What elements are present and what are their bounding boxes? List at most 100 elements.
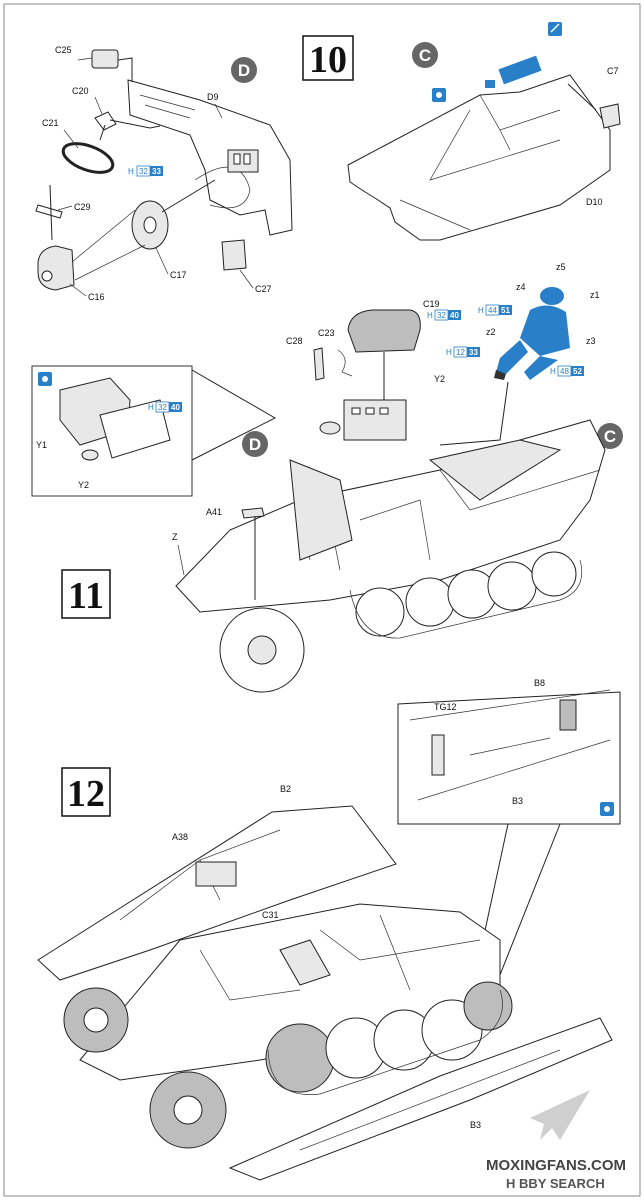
label-z5: z5 bbox=[556, 262, 566, 272]
label-b8: B8 bbox=[534, 678, 545, 688]
d9-panel bbox=[127, 79, 293, 236]
step-10-number: 10 bbox=[309, 39, 347, 81]
label-y2: Y2 bbox=[434, 374, 445, 384]
label-d10: D10 bbox=[586, 197, 603, 207]
c20-part bbox=[94, 111, 117, 131]
label-c21: C21 bbox=[42, 118, 59, 128]
marker-c-label-2: C bbox=[604, 427, 616, 446]
svg-text:40: 40 bbox=[171, 403, 180, 412]
d9-installed bbox=[289, 459, 353, 561]
svg-text:51: 51 bbox=[501, 306, 510, 315]
c28-part bbox=[313, 347, 325, 381]
step-11-box bbox=[61, 569, 111, 619]
c27-part bbox=[221, 239, 247, 271]
c7-part bbox=[599, 103, 621, 129]
color-ref-c19: H 32 40 bbox=[427, 309, 461, 321]
step-12-number: 12 bbox=[67, 773, 105, 815]
svg-text:40: 40 bbox=[450, 311, 459, 320]
tg12-part bbox=[431, 734, 445, 776]
label-b3: B3 bbox=[470, 1120, 481, 1130]
step-11: 11 Y1 Y2 H 32 40 C19 H 32 40 bbox=[31, 262, 623, 693]
svg-text:H: H bbox=[478, 306, 484, 315]
label-c23: C23 bbox=[318, 328, 335, 338]
a41-part bbox=[241, 507, 265, 519]
seat-installed bbox=[279, 939, 331, 986]
b8-part bbox=[559, 699, 577, 731]
color-ref-z1: H 44 51 bbox=[478, 304, 512, 316]
b3-inset bbox=[397, 691, 621, 825]
label-c16: C16 bbox=[88, 292, 105, 302]
driver-figure bbox=[494, 287, 570, 380]
c29-part bbox=[35, 204, 63, 219]
paper-plane-icon bbox=[530, 1090, 590, 1140]
label-z2: z2 bbox=[486, 327, 496, 337]
b3-fender bbox=[228, 1017, 613, 1181]
step-10: 10 D C25 C20 C21 bbox=[35, 22, 621, 302]
label-c7: C7 bbox=[607, 66, 619, 76]
color-ref-z3: H 48 52 bbox=[550, 365, 584, 377]
d10-floor-plate bbox=[347, 74, 611, 241]
svg-text:32: 32 bbox=[139, 167, 148, 176]
label-z4: z4 bbox=[516, 282, 526, 292]
label-c17: C17 bbox=[170, 270, 187, 280]
svg-text:H: H bbox=[446, 348, 452, 357]
marker-c-icon-2 bbox=[597, 423, 623, 449]
d10-installed bbox=[428, 439, 562, 501]
label-c25: C25 bbox=[55, 45, 72, 55]
label-z: Z bbox=[172, 532, 178, 542]
label-d9: D9 bbox=[207, 92, 219, 102]
watermark-brand: H BBY SEARCH bbox=[506, 1176, 605, 1191]
svg-text:H: H bbox=[550, 367, 556, 376]
label-y2-inset: Y2 bbox=[78, 480, 89, 490]
marker-d-icon-2 bbox=[242, 431, 268, 457]
label-c20: C20 bbox=[72, 86, 89, 96]
label-tg12: TG12 bbox=[434, 702, 457, 712]
c19-seat bbox=[347, 309, 421, 353]
step-12-box bbox=[61, 767, 111, 817]
c25-part bbox=[91, 49, 119, 69]
y2-inset-part bbox=[99, 399, 171, 459]
step-11-number: 11 bbox=[68, 575, 104, 617]
label-y1: Y1 bbox=[36, 440, 47, 450]
color-ref-y1: H 32 40 bbox=[148, 401, 182, 413]
label-c31: C31 bbox=[262, 910, 279, 920]
c21-steering-wheel bbox=[61, 142, 115, 174]
watermark-site: MOXINGFANS.COM bbox=[486, 1157, 626, 1174]
svg-text:33: 33 bbox=[469, 348, 478, 357]
svg-text:32: 32 bbox=[437, 311, 446, 320]
label-z3: z3 bbox=[586, 336, 596, 346]
track-11 bbox=[349, 551, 583, 639]
marker-d-icon bbox=[231, 57, 257, 83]
color-ref-z2: H 12 33 bbox=[446, 346, 480, 358]
step-10-box bbox=[302, 35, 354, 81]
svg-text:44: 44 bbox=[488, 306, 497, 315]
track-12 bbox=[265, 981, 513, 1095]
svg-text:32: 32 bbox=[158, 403, 167, 412]
label-a41: A41 bbox=[206, 507, 222, 517]
marker-d-label: D bbox=[238, 61, 250, 80]
svg-text:H: H bbox=[148, 403, 154, 412]
svg-text:H: H bbox=[427, 311, 433, 320]
step-12: 12 B8 TG12 B3 B2 A38 C31 bbox=[37, 678, 621, 1181]
label-b3-inset: B3 bbox=[512, 796, 523, 806]
c16-part bbox=[37, 245, 75, 291]
marker-c-icon bbox=[412, 42, 438, 68]
a38-part bbox=[195, 861, 237, 887]
watermark: MOXINGFANS.COM H BBY SEARCH bbox=[486, 1090, 626, 1191]
d9-gauge bbox=[227, 149, 259, 173]
d10-blue-highlight bbox=[498, 55, 542, 85]
b2-fender bbox=[37, 805, 397, 981]
label-z1: z1 bbox=[590, 290, 600, 300]
svg-text:12: 12 bbox=[456, 348, 465, 357]
marker-c-label: C bbox=[419, 46, 431, 65]
label-b2: B2 bbox=[280, 784, 291, 794]
label-c27: C27 bbox=[255, 284, 272, 294]
svg-text:33: 33 bbox=[152, 167, 161, 176]
svg-text:H: H bbox=[128, 167, 134, 176]
y2-radio bbox=[343, 399, 407, 441]
label-c28: C28 bbox=[286, 336, 303, 346]
svg-text:48: 48 bbox=[560, 367, 569, 376]
label-c29: C29 bbox=[74, 202, 91, 212]
page-border bbox=[3, 3, 641, 1197]
